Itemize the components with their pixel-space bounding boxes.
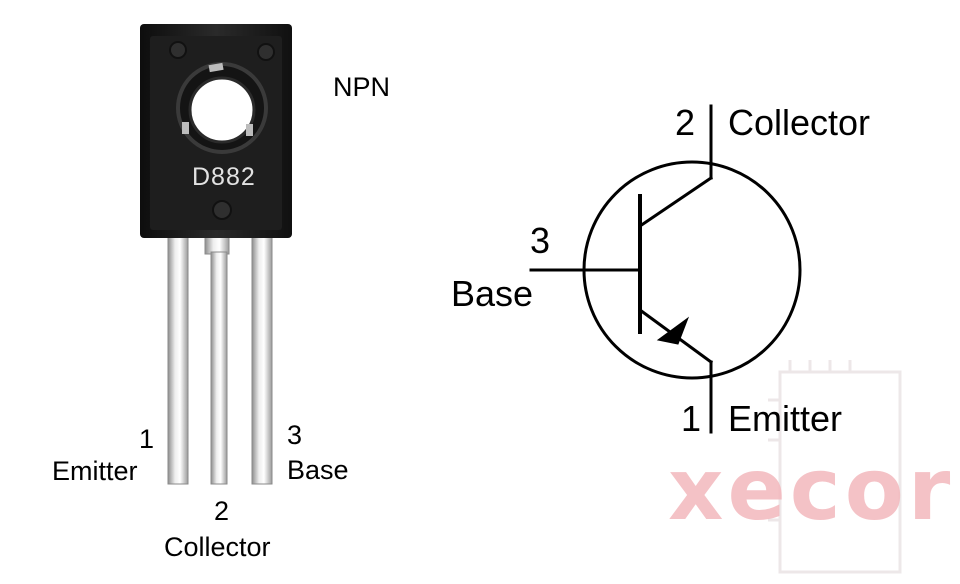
pin1-name: Emitter [52,456,138,486]
package-body [140,24,292,238]
collector-name: Collector [728,102,871,143]
emitter-arrow-icon [656,316,690,345]
collector-number: 2 [675,102,696,143]
pin3-number: 3 [287,420,303,450]
pin1-number: 1 [139,424,155,454]
pin2-name: Collector [164,532,271,562]
lead-base [251,233,273,485]
base-number: 3 [530,220,551,261]
lead-collector [204,233,230,485]
lead-emitter [167,233,189,485]
base-name: Base [451,273,534,314]
type-label: NPN [333,72,391,102]
collector-diagonal [637,175,714,229]
package-marking: D882 [192,163,256,191]
pin3-name: Base [287,455,349,485]
pin2-number: 2 [214,496,230,526]
npn-symbol [529,104,802,434]
emitter-name: Emitter [728,398,843,439]
watermark-chip-icon [768,360,902,574]
watermark-text: xecor [668,440,955,540]
emitter-number: 1 [681,398,702,439]
